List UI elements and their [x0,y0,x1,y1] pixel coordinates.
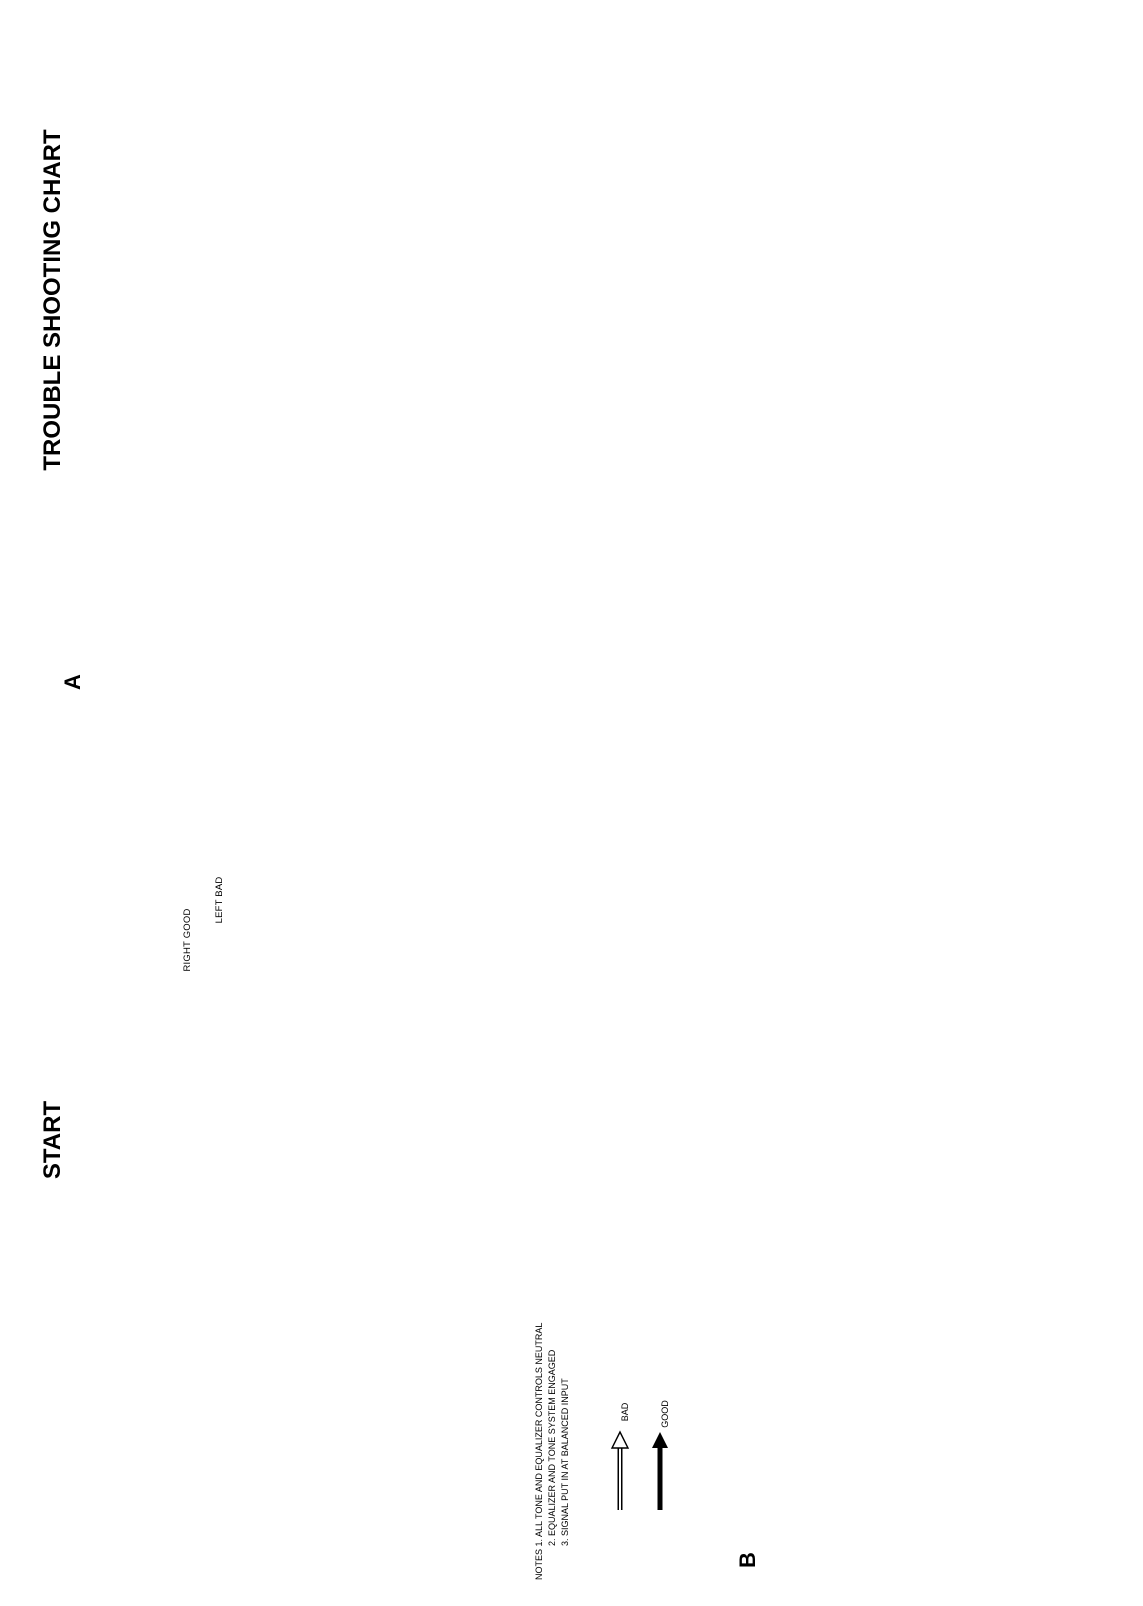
svg-text:B: B [735,1552,760,1568]
note-2: 2. EQUALIZER AND TONE SYSTEM ENGAGED [547,1349,557,1546]
legend-bad: BAD [610,1402,630,1510]
note-1: NOTES 1. ALL TONE AND EQUALIZER CONTROLS… [534,1323,544,1580]
notes: NOTES 1. ALL TONE AND EQUALIZER CONTROLS… [534,1323,570,1580]
section-a-marker: A [60,674,85,690]
note-3: 3. SIGNAL PUT IN AT BALANCED INPUT [560,1378,570,1546]
section-b-marker: B [735,1552,760,1568]
legend-bad-label: BAD [620,1402,630,1421]
svg-text:TROUBLE SHOOTING CHART: TROUBLE SHOOTING CHART [39,129,66,471]
legend-good: GOOD [652,1400,670,1510]
branch-labels: RIGHT GOOD LEFT BAD [182,877,225,972]
svg-text:START: START [39,1101,66,1180]
right-good-label: RIGHT GOOD [182,908,193,971]
legend: BAD GOOD [610,1400,670,1510]
chart-title: TROUBLE SHOOTING CHART [39,129,66,471]
legend-good-label: GOOD [660,1400,670,1428]
start-marker: START [39,1101,66,1180]
svg-text:A: A [60,674,85,690]
left-bad-label: LEFT BAD [214,877,225,924]
